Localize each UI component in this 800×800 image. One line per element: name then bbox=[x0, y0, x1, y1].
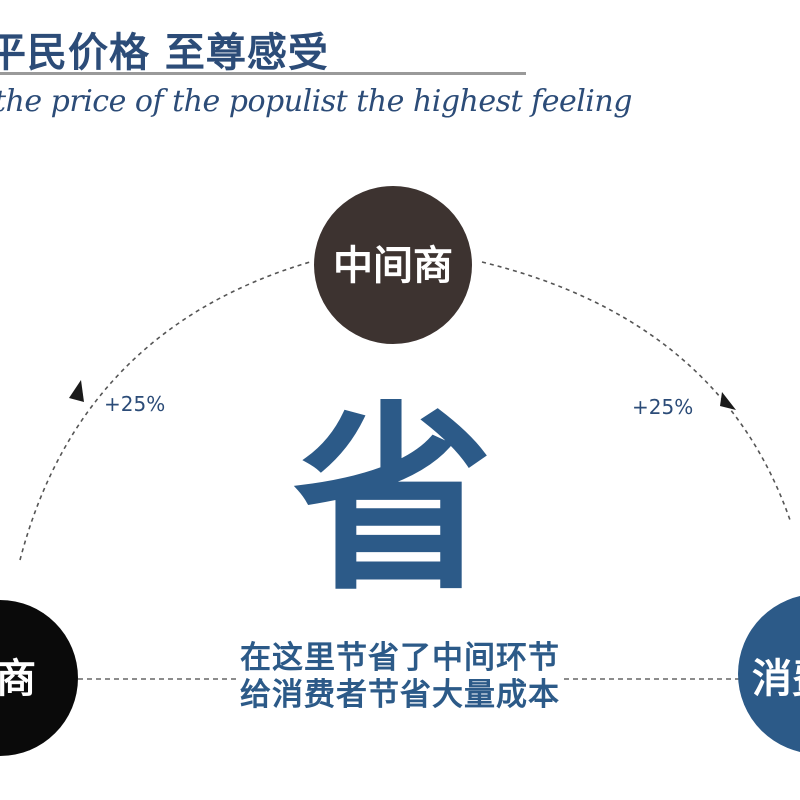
heading-title-cn: 平民价格 至尊感受 bbox=[0, 30, 329, 76]
node-left: 商 bbox=[0, 600, 78, 756]
savings-note: 在这里节省了中间环节 给消费者节省大量成本 bbox=[200, 640, 600, 714]
node-right-label: 消费 bbox=[752, 656, 800, 702]
node-left-label: 商 bbox=[0, 656, 36, 702]
node-right: 消费 bbox=[738, 596, 800, 752]
node-middleman-label: 中间商 bbox=[333, 243, 453, 289]
heading-divider bbox=[0, 72, 526, 75]
markup-right: +25% bbox=[632, 395, 693, 419]
heading-title-en: the price of the populist the highest fe… bbox=[0, 84, 632, 119]
markup-left: +25% bbox=[104, 392, 165, 416]
savings-note-line2: 给消费者节省大量成本 bbox=[236, 677, 564, 714]
arrow-right-icon bbox=[720, 392, 736, 410]
node-middleman: 中间商 bbox=[314, 186, 472, 344]
savings-note-line1: 在这里节省了中间环节 bbox=[236, 640, 564, 677]
center-character: 省 bbox=[293, 385, 493, 618]
arc-right bbox=[481, 261, 791, 521]
arrow-left-icon bbox=[69, 380, 84, 402]
arc-left bbox=[19, 261, 311, 561]
